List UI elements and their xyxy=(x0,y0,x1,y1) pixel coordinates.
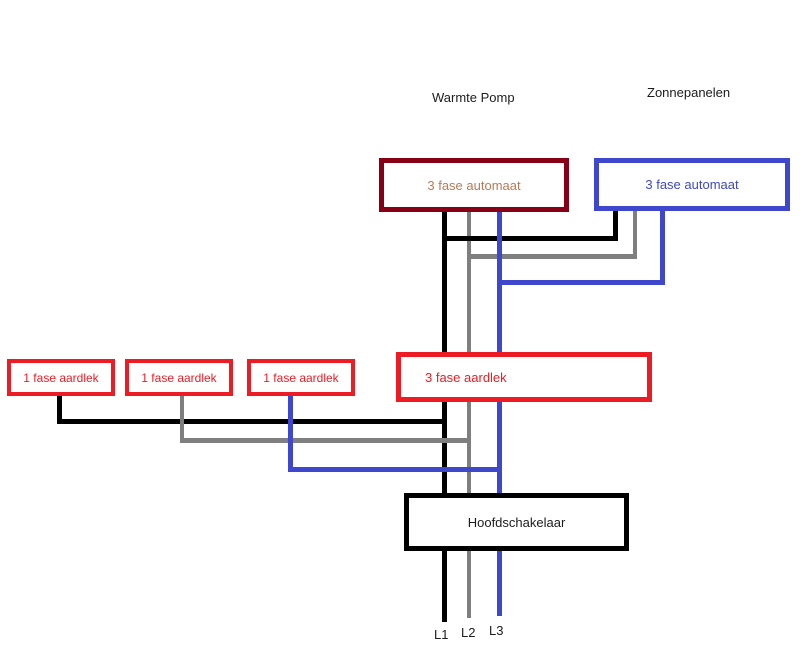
wire-zonnepanelen-l2-run xyxy=(469,254,637,259)
breaker-label-aardlek-1: 1 fase aardlek xyxy=(23,370,99,385)
wire-l1-bus-upper xyxy=(442,208,447,354)
wire-zonnepanelen-l1-run xyxy=(444,236,618,241)
wire-zonnepanelen-l3-drop xyxy=(660,208,665,285)
wire-aardlek2-l2-run xyxy=(180,438,471,443)
warmte-pomp-heading: Warmte Pomp xyxy=(432,90,515,105)
wire-l2-bus-lower xyxy=(467,548,471,618)
phase-label-l1: L1 xyxy=(434,627,449,642)
breaker-box-aardlek-1: 1 fase aardlek xyxy=(7,359,115,396)
wire-l2-bus-middle xyxy=(467,400,471,495)
breaker-label-zonnepanelen-automaat: 3 fase automaat xyxy=(645,177,739,192)
wire-aardlek1-l1-run xyxy=(57,419,447,424)
wire-l1-bus-middle xyxy=(442,400,447,495)
zonnepanelen-heading: Zonnepanelen xyxy=(647,85,731,100)
wire-zonnepanelen-l3-run xyxy=(499,280,665,285)
breaker-box-aardlek-2: 1 fase aardlek xyxy=(125,359,233,396)
breaker-box-aardlek-3: 1 fase aardlek xyxy=(247,359,355,396)
wire-aardlek3-l3-run xyxy=(288,467,502,472)
wire-l3-bus-lower xyxy=(497,548,502,616)
breaker-box-aardlek-3fase: 3 fase aardlek xyxy=(396,352,652,402)
breaker-label-hoofdschakelaar: Hoofdschakelaar xyxy=(467,514,566,530)
wire-l2-bus-upper xyxy=(467,208,471,354)
breaker-label-warmtepomp-automaat: 3 fase automaat xyxy=(427,177,521,193)
wire-l3-bus-middle xyxy=(497,400,502,495)
wire-zonnepanelen-l1-drop xyxy=(613,208,618,241)
breaker-label-aardlek-2: 1 fase aardlek xyxy=(141,370,217,385)
wire-aardlek1-l1-drop xyxy=(57,394,62,424)
phase-label-l2: L2 xyxy=(461,625,476,640)
wire-zonnepanelen-l2-drop xyxy=(633,208,637,259)
phase-label-l3: L3 xyxy=(489,623,504,638)
wire-aardlek2-l2-drop xyxy=(180,394,184,443)
breaker-box-hoofdschakelaar: Hoofdschakelaar xyxy=(404,493,629,551)
wire-l1-bus-lower xyxy=(442,548,447,622)
breaker-box-zonnepanelen-automaat: 3 fase automaat xyxy=(594,158,790,211)
wire-aardlek3-l3-drop xyxy=(288,394,293,472)
breaker-box-warmtepomp-automaat: 3 fase automaat xyxy=(379,158,569,212)
breaker-label-aardlek-3fase: 3 fase aardlek xyxy=(425,369,507,385)
breaker-label-aardlek-3: 1 fase aardlek xyxy=(263,370,339,385)
